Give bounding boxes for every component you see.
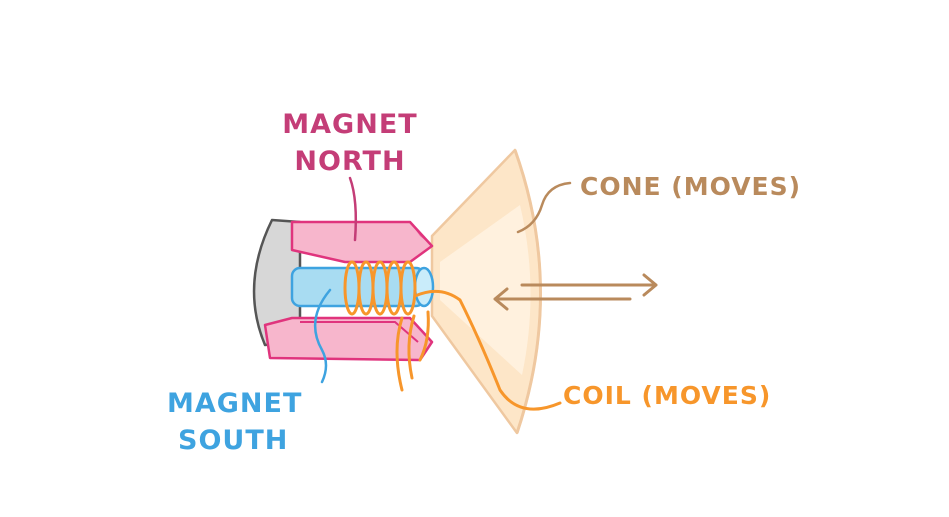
magnet-north	[263, 220, 434, 362]
label-coil: COIL (MOVES)	[563, 381, 771, 410]
arrow-right	[520, 273, 658, 297]
label-cone: CONE (MOVES)	[580, 172, 801, 201]
cone	[430, 148, 542, 435]
leader-north	[348, 176, 358, 242]
arrow-left	[493, 287, 632, 311]
label-magnet-north-line1: MAGNET	[282, 109, 417, 140]
coil-windings	[343, 260, 562, 411]
magnet-lower-piece	[263, 316, 434, 362]
cone-rim	[513, 149, 542, 434]
cone-highlight	[440, 205, 531, 375]
magnet-top-piece	[290, 220, 434, 264]
leader-cone	[516, 181, 572, 234]
label-magnet-south-line1: MAGNET	[167, 388, 302, 419]
motion-arrows-icon	[493, 273, 658, 311]
coil-lead	[407, 314, 416, 380]
pole-piece	[290, 266, 435, 308]
leader-south	[313, 288, 332, 384]
coil-lead	[395, 316, 404, 392]
coil-loop	[399, 260, 417, 316]
coil-lead	[418, 310, 430, 362]
magnet-top-inner	[410, 222, 432, 246]
coil-lead	[413, 289, 562, 411]
pole-end	[413, 266, 435, 308]
label-magnet-north-line2: NORTH	[294, 146, 405, 177]
label-magnet-south-line2: SOUTH	[178, 425, 288, 456]
